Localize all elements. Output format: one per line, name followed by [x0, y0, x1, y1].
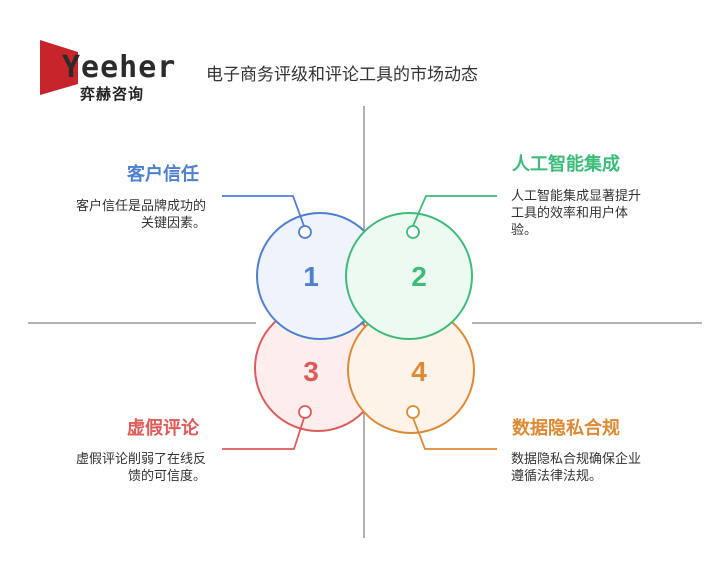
heading-1: 客户信任 — [127, 164, 199, 185]
heading-3: 虚假评论 — [127, 418, 199, 439]
description-2-line-3: 验。 — [511, 223, 538, 238]
description-2-line-1: 人工智能集成显著提升 — [511, 189, 642, 204]
heading-2: 人工智能集成 — [512, 154, 620, 175]
page-title: 电子商务评级和评论工具的市场动态 — [206, 65, 478, 85]
description-4-line-2: 遵循法律法规。 — [511, 469, 603, 484]
heading-4: 数据隐私合规 — [512, 418, 620, 439]
connector-1 — [222, 195, 305, 227]
brand-name: Yeeher — [62, 50, 177, 85]
description-2: 人工智能集成显著提升 工具的效率和用户体 验。 — [511, 188, 691, 239]
description-3: 虚假评论削弱了在线反 馈的可信度。 — [6, 451, 206, 485]
marker-4 — [406, 405, 420, 419]
number-4: 4 — [411, 356, 427, 387]
description-4-line-1: 数据隐私合规确保企业 — [511, 452, 642, 467]
description-3-line-1: 虚假评论削弱了在线反 — [75, 452, 206, 467]
connector-4 — [412, 417, 497, 450]
description-4: 数据隐私合规确保企业 遵循法律法规。 — [511, 451, 691, 485]
marker-3 — [298, 405, 312, 419]
marker-2 — [406, 225, 420, 239]
marker-1 — [298, 225, 312, 239]
number-2: 2 — [411, 261, 427, 292]
description-2-line-2: 工具的效率和用户体 — [511, 206, 629, 221]
description-1-line-1: 客户信任是品牌成功的 — [75, 199, 206, 214]
connector-2 — [412, 195, 497, 227]
brand-subtitle: 弈赫咨询 — [80, 85, 145, 103]
circle-2 — [345, 212, 473, 340]
connector-3 — [222, 417, 305, 450]
number-1: 1 — [303, 261, 319, 292]
description-1-line-2: 关键因素。 — [140, 216, 206, 231]
description-1: 客户信任是品牌成功的 关键因素。 — [6, 198, 206, 232]
description-3-line-2: 馈的可信度。 — [127, 469, 206, 484]
number-3: 3 — [303, 356, 319, 387]
logo-mark-icon — [40, 40, 78, 95]
